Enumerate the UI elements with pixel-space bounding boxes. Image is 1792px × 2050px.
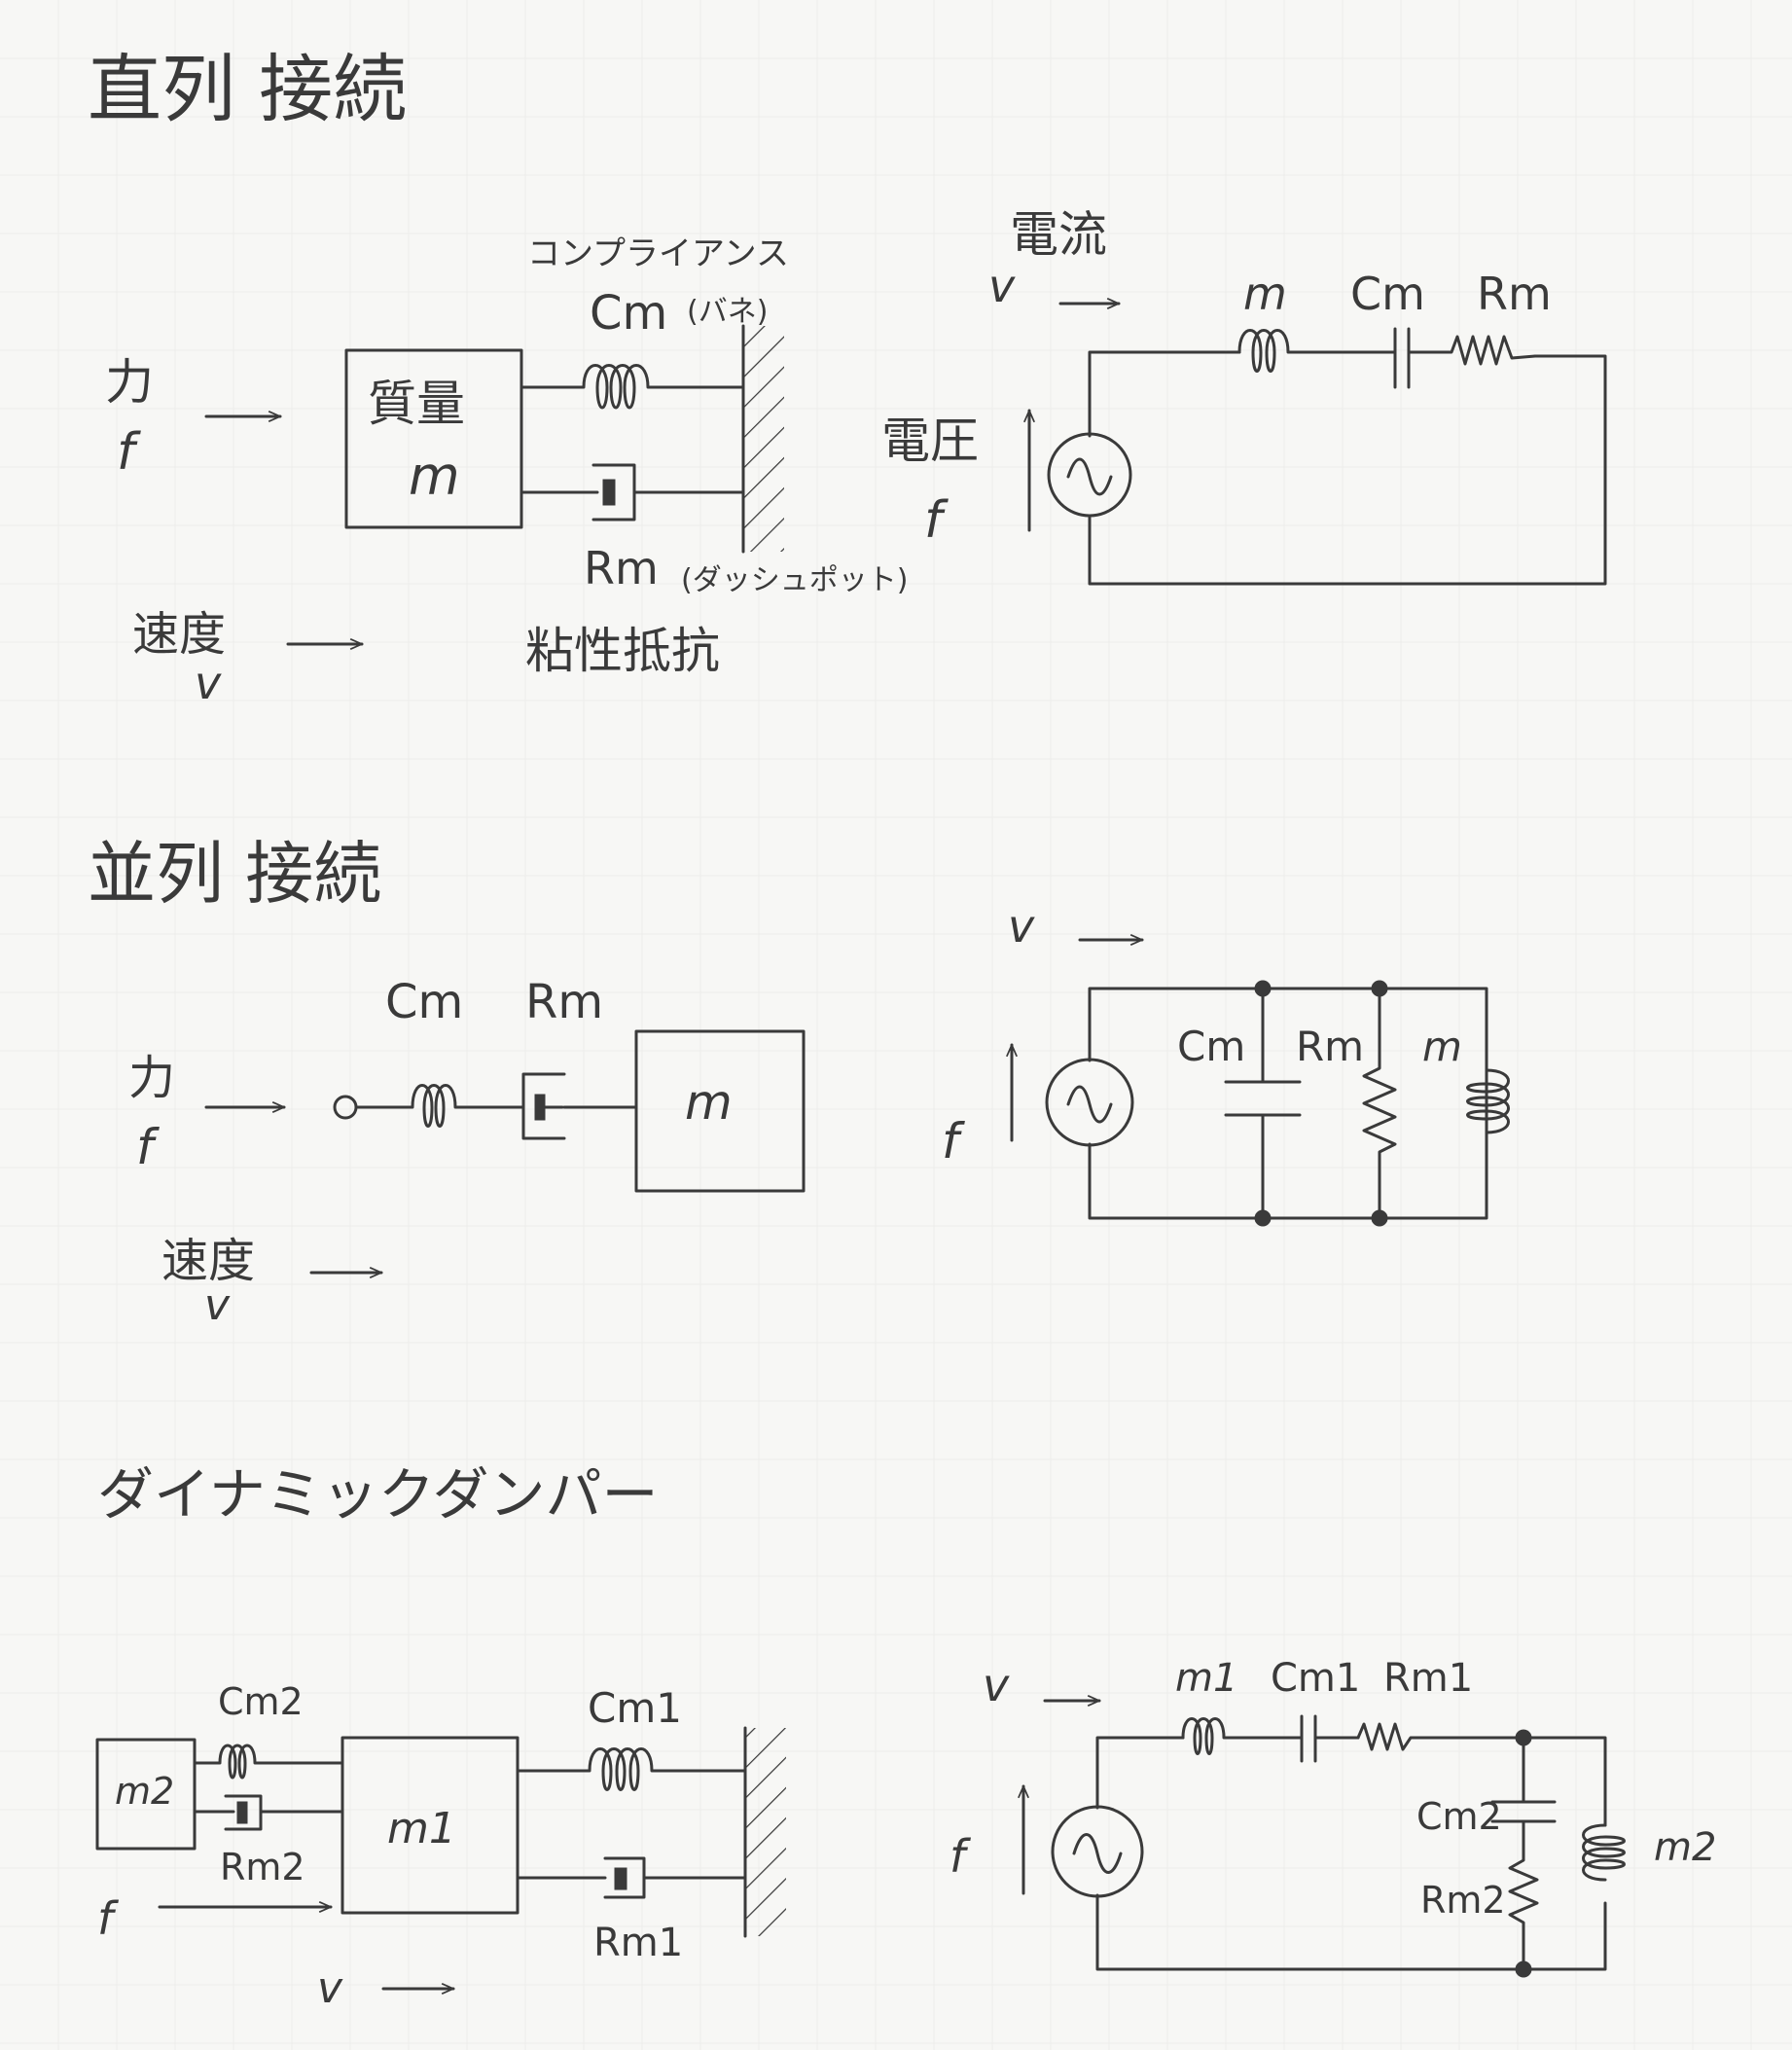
series-l-label: m <box>1243 268 1287 320</box>
damper-wall <box>743 1726 786 1938</box>
damper-voltage-symbol: f <box>950 1830 971 1883</box>
mass1-symbol: m1 <box>387 1804 456 1853</box>
series-spring-label: Cm <box>590 286 667 341</box>
parallel-force-label: 力 <box>128 1051 175 1105</box>
damper2-label: Rm2 <box>220 1846 305 1888</box>
damper-current-symbol: v <box>983 1659 1010 1711</box>
series-wall <box>741 324 784 554</box>
spring2-label: Cm2 <box>218 1680 304 1723</box>
damper-c2-label: Cm2 <box>1416 1795 1502 1838</box>
series-viscous-label: 粘性抵抗 <box>525 623 720 679</box>
series-velocity-symbol: v <box>195 657 222 709</box>
damper1-label: Rm1 <box>593 1921 683 1965</box>
parallel-force-symbol: f <box>136 1119 160 1175</box>
damper-r2-label: Rm2 <box>1420 1879 1506 1922</box>
damper-title: ダイナミックダンパー <box>97 1461 659 1528</box>
parallel-elec-circuit: v f Cm Rm m <box>942 900 1510 1227</box>
parallel-node-bottom-2 <box>1371 1209 1388 1227</box>
damper2 <box>193 1794 344 1831</box>
series-force-symbol: f <box>117 423 141 482</box>
parallel-c-label: Cm <box>1177 1023 1245 1070</box>
parallel-capacitor-branch <box>1224 987 1302 1220</box>
damper-force-symbol: f <box>97 1892 119 1945</box>
series-current-label: 電流 <box>1010 206 1107 263</box>
damper-inductor2-branch <box>1582 1823 1626 1882</box>
parallel-mass-block <box>634 1029 806 1193</box>
parallel-resistor-branch <box>1362 987 1397 1220</box>
series-spring <box>520 364 745 410</box>
parallel-mech-model: Cm Rm 力 f m 速度 v <box>128 975 806 1330</box>
series-voltage-source <box>1047 432 1132 518</box>
series-voltage-label: 電圧 <box>881 413 979 469</box>
parallel-r-label: Rm <box>1296 1023 1364 1070</box>
series-resistor <box>1438 335 1537 366</box>
damper-r1-label: Rm1 <box>1383 1656 1473 1701</box>
parallel-voltage-symbol: f <box>942 1113 965 1169</box>
mass2-block <box>95 1738 197 1851</box>
damper-l2-label: m2 <box>1654 1825 1716 1870</box>
series-mass-label: 質量 <box>368 376 465 432</box>
series-compliance-label: コンプライアンス <box>527 234 789 273</box>
series-mech-model: 力 f 質量 m コンプライアンス Cm (バネ) Rm (ダッシュポット) <box>105 234 908 709</box>
parallel-current-symbol: v <box>1008 900 1035 953</box>
series-spring-note: (バネ) <box>687 295 768 329</box>
damper-elec-circuit: v m1 Cm1 Rm1 f <box>950 1656 1716 1978</box>
series-r-label: Rm <box>1477 268 1552 320</box>
spring1-label: Cm1 <box>588 1684 682 1732</box>
spring1 <box>516 1747 747 1791</box>
parallel-circuit-wire <box>1088 987 1488 1220</box>
parallel-spring <box>354 1084 525 1128</box>
series-mass-symbol: m <box>409 446 460 507</box>
series-mass-block <box>344 348 523 529</box>
series-title: 直列 接続 <box>88 46 407 132</box>
series-force-label: 力 <box>105 354 154 411</box>
parallel-l-label: m <box>1422 1023 1462 1070</box>
series-c-label: Cm <box>1350 268 1425 320</box>
parallel-inductor-branch <box>1466 1068 1510 1134</box>
series-current-symbol: v <box>988 260 1016 312</box>
parallel-node-bottom-1 <box>1254 1209 1272 1227</box>
damper-velocity-symbol: v <box>317 1963 343 2013</box>
damper-l1-label: m1 <box>1175 1656 1237 1701</box>
damper-inductor1 <box>1181 1717 1292 1755</box>
damper-voltage-source <box>1051 1805 1144 1898</box>
parallel-node-top-2 <box>1371 980 1388 997</box>
damper-circuit-wire <box>1095 1736 1607 1971</box>
mass2-symbol: m2 <box>115 1770 174 1813</box>
damper-resistor1 <box>1356 1722 1438 1751</box>
parallel-spring-label: Cm <box>385 975 463 1029</box>
series-section: 直列 接続 力 f 質量 m コンプライアンス Cm (バネ) <box>88 46 1607 709</box>
damper1 <box>516 1856 747 1899</box>
series-inductor <box>1237 329 1376 373</box>
series-circuit-wire <box>1088 350 1607 586</box>
damper-capacitor1 <box>1288 1714 1360 1763</box>
parallel-input-node <box>333 1095 358 1120</box>
parallel-mass-symbol: m <box>685 1074 733 1131</box>
parallel-damper-label: Rm <box>525 975 603 1029</box>
series-damper-note: (ダッシュポット) <box>681 563 908 597</box>
series-velocity-label: 速度 <box>132 607 226 662</box>
parallel-voltage-source <box>1045 1058 1134 1147</box>
parallel-velocity-symbol: v <box>204 1280 231 1330</box>
parallel-title: 並列 接続 <box>88 834 381 914</box>
damper-node-top <box>1515 1729 1532 1746</box>
series-elec-circuit: 電流 v m Cm Rm 電圧 f <box>881 206 1607 586</box>
series-voltage-symbol: f <box>924 491 949 550</box>
parallel-node-top-1 <box>1254 980 1272 997</box>
damper-capacitor2-branch <box>1490 1736 1557 1971</box>
damper-c1-label: Cm1 <box>1271 1656 1360 1701</box>
mass1-block <box>340 1736 520 1915</box>
series-capacitor <box>1372 327 1442 389</box>
series-damper-label: Rm <box>584 542 659 594</box>
damper-node-bottom <box>1515 1960 1532 1978</box>
parallel-section: 並列 接続 Cm Rm 力 f m 速度 v v <box>88 834 1510 1330</box>
spring2 <box>193 1744 344 1780</box>
series-damper <box>520 463 745 521</box>
damper-section: ダイナミックダンパー m2 Cm2 Rm2 m1 Cm1 <box>95 1461 1716 2013</box>
parallel-velocity-label: 速度 <box>161 1234 255 1288</box>
parallel-damper <box>521 1072 638 1140</box>
damper-mech-model: m2 Cm2 Rm2 m1 Cm1 Rm1 <box>95 1680 786 2013</box>
